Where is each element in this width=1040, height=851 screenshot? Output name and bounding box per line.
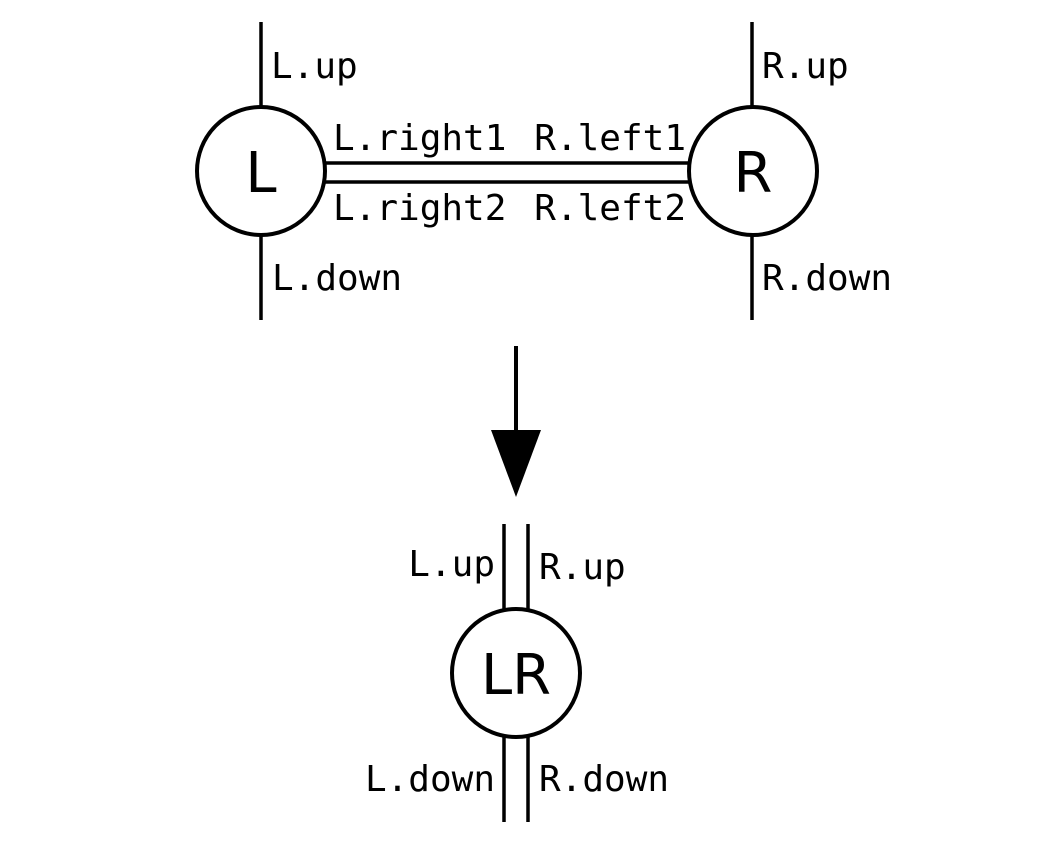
label-lr-r-up: R.up [539, 547, 626, 588]
label-r-up: R.up [762, 46, 849, 87]
label-r-left2: R.left2 [534, 188, 686, 229]
label-lr-r-down: R.down [539, 759, 669, 800]
label-l-up: L.up [271, 46, 358, 87]
label-r-left1: R.left1 [534, 118, 686, 159]
node-r [687, 105, 819, 237]
node-r-label: R [734, 141, 773, 206]
label-r-down: R.down [762, 258, 892, 299]
node-l [195, 105, 327, 237]
node-l-label: L [245, 141, 276, 206]
transform-arrow [491, 346, 541, 497]
label-l-down: L.down [272, 258, 402, 299]
after-graph: LR L.up R.up L.down R.down [365, 524, 669, 822]
before-graph: L R L.up L.down R.up R.down L.right1 R.l… [195, 22, 892, 320]
node-lr-label: LR [481, 643, 551, 708]
label-l-right2: L.right2 [333, 188, 506, 229]
node-lr [450, 607, 582, 739]
label-lr-l-down: L.down [365, 759, 495, 800]
label-lr-l-up: L.up [408, 544, 495, 585]
label-l-right1: L.right1 [333, 118, 506, 159]
arrow-down-icon [491, 430, 541, 497]
